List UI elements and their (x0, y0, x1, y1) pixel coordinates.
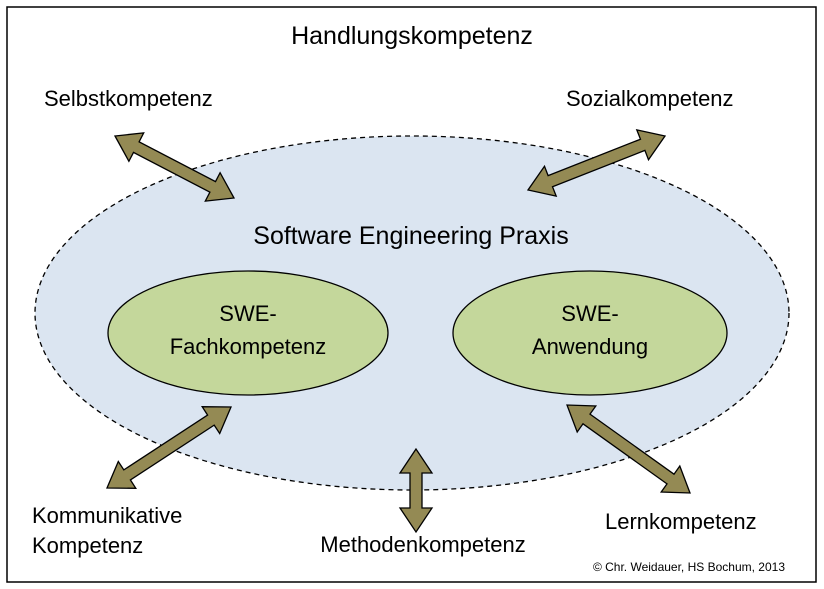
label-kommunikative-line1: Kommunikative (32, 503, 182, 528)
label-kommunikative-line2: Kompetenz (32, 533, 143, 558)
arrow-lernkompetenz (566, 404, 691, 494)
copyright-notice: © Chr. Weidauer, HS Bochum, 2013 (593, 560, 785, 574)
core-ellipse (34, 135, 790, 491)
title-handlungskompetenz: Handlungskompetenz (291, 22, 533, 50)
label-anwendung-line2: Anwendung (532, 334, 648, 359)
fachkompetenz-ellipse (107, 270, 389, 396)
label-selbstkompetenz: Selbstkompetenz (44, 86, 213, 111)
arrow-sozialkompetenz (526, 129, 667, 197)
label-methodenkompetenz: Methodenkompetenz (320, 532, 525, 557)
label-lernkompetenz: Lernkompetenz (605, 509, 757, 534)
arrow-kommunikative-kompetenz (106, 406, 232, 489)
label-anwendung-line1: SWE- (561, 301, 618, 326)
arrow-group (106, 129, 691, 534)
arrow-selbstkompetenz (113, 132, 236, 202)
arrow-methodenkompetenz (398, 447, 434, 534)
label-fach-line2: Fachkompetenz (170, 334, 327, 359)
label-fach-line1: SWE- (219, 301, 276, 326)
label-sozialkompetenz: Sozialkompetenz (566, 86, 734, 111)
label-software-engineering-praxis: Software Engineering Praxis (253, 222, 568, 250)
anwendung-ellipse (452, 270, 728, 396)
